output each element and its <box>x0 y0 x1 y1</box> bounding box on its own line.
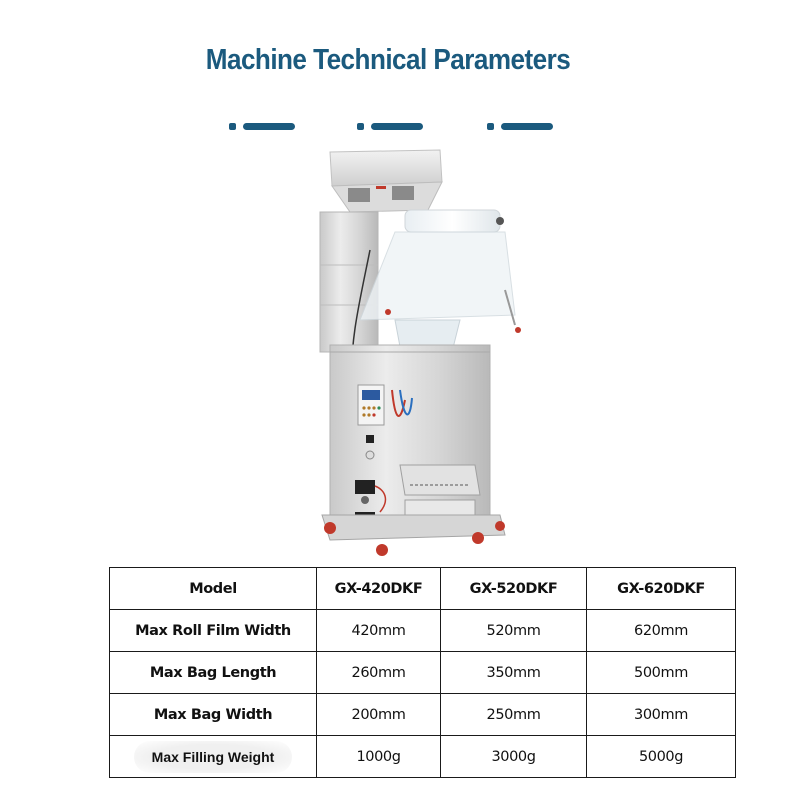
table-cell: 620mm <box>586 609 736 652</box>
table-cell: 250mm <box>440 693 587 736</box>
dash-icon <box>501 123 553 130</box>
decorative-divider <box>357 123 423 130</box>
row-label: Max Bag Length <box>109 651 317 694</box>
machine-image <box>300 140 540 560</box>
table-row: Max Filling Weight 1000g 3000g 5000g <box>109 735 736 778</box>
dash-icon <box>243 123 295 130</box>
table-cell: 3000g <box>440 735 587 778</box>
decorative-divider <box>487 123 553 130</box>
dot-icon <box>357 123 364 130</box>
row-label: Max Bag Width <box>109 693 317 736</box>
table-cell: 200mm <box>316 693 441 736</box>
table-header-row: Model GX-420DKF GX-520DKF GX-620DKF <box>109 567 736 610</box>
dash-icon <box>371 123 423 130</box>
dot-icon <box>487 123 494 130</box>
table-cell: 350mm <box>440 651 587 694</box>
row-label-cell: Max Filling Weight <box>109 735 317 778</box>
page-title: Machine Technical Parameters <box>205 44 571 76</box>
header-cell-gx-620dkf: GX-620DKF <box>586 567 736 610</box>
header-cell-model: Model <box>109 567 317 610</box>
row-label: Max Filling Weight <box>133 740 293 773</box>
table-cell: 1000g <box>316 735 441 778</box>
table-cell: 520mm <box>440 609 587 652</box>
table-row: Max Bag Width 200mm 250mm 300mm <box>109 693 736 736</box>
table-cell: 500mm <box>586 651 736 694</box>
header-cell-gx-520dkf: GX-520DKF <box>440 567 587 610</box>
header-cell-gx-420dkf: GX-420DKF <box>316 567 441 610</box>
table-cell: 5000g <box>586 735 736 778</box>
table-row: Max Bag Length 260mm 350mm 500mm <box>109 651 736 694</box>
dot-icon <box>229 123 236 130</box>
table-cell: 260mm <box>316 651 441 694</box>
row-label: Max Roll Film Width <box>109 609 317 652</box>
table-row: Max Roll Film Width 420mm 520mm 620mm <box>109 609 736 652</box>
table-cell: 300mm <box>586 693 736 736</box>
specifications-table: Model GX-420DKF GX-520DKF GX-620DKF Max … <box>109 567 736 778</box>
table-cell: 420mm <box>316 609 441 652</box>
decorative-divider <box>229 123 295 130</box>
